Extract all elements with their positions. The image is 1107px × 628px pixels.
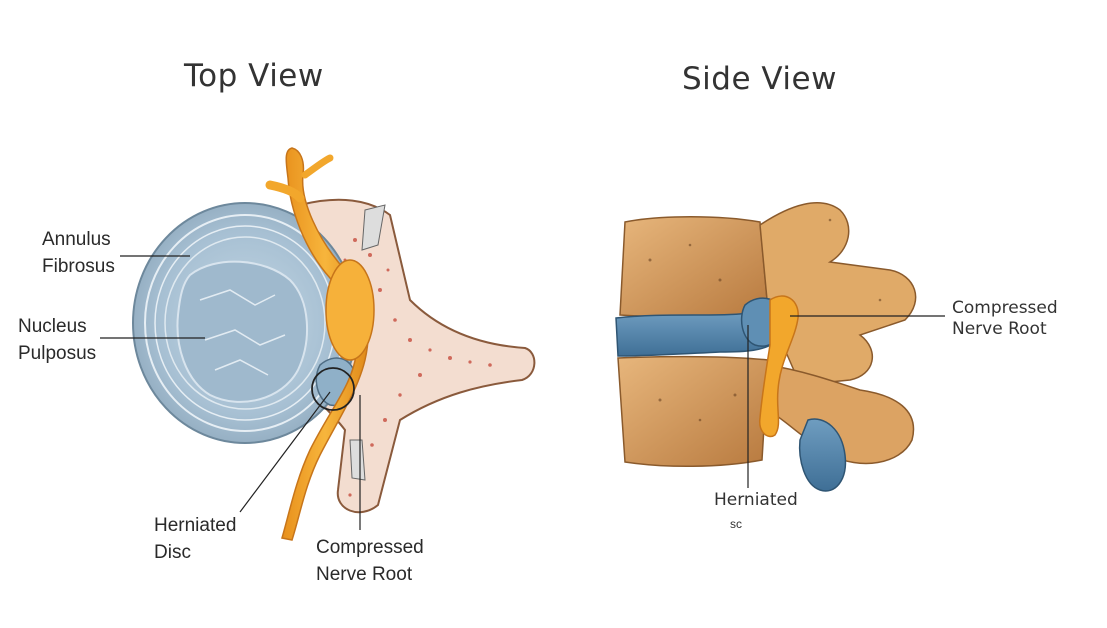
label-nucleus-pulposus: Nucleus Pulposus [18, 313, 96, 367]
top-view-diagram [100, 147, 536, 541]
upper-vertebral-body [619, 216, 769, 318]
side-label-compressed-line1: Compressed [952, 298, 1058, 318]
label-annulus-line1: Annulus [42, 229, 111, 250]
label-compressed-nerve-root: Compressed Nerve Root [316, 534, 424, 588]
top-view-title: Top View [184, 58, 324, 94]
label-herniated-line2: Disc [154, 542, 191, 563]
side-view-title: Side View [682, 61, 837, 97]
label-herniated-disc: Herniated Disc [154, 512, 236, 566]
label-compressed-line1: Compressed [316, 537, 424, 558]
label-nucleus-line2: Pulposus [18, 343, 97, 364]
label-herniated-line1: Herniated [154, 515, 237, 536]
label-compressed-line2: Nerve Root [316, 564, 413, 585]
label-annulus-line2: Fibrosus [42, 256, 115, 277]
label-nucleus-line1: Nucleus [18, 316, 87, 337]
lower-vertebral-body [617, 355, 769, 467]
side-label-compressed-line2: Nerve Root [952, 319, 1047, 339]
side-label-compressed-nerve-root: Compressed Nerve Root [952, 298, 1058, 340]
side-view-diagram [615, 202, 945, 492]
side-label-herniated: Herniated [714, 490, 798, 510]
label-annulus-fibrosus: Annulus Fibrosus [42, 226, 115, 280]
nucleus-pulposus [176, 260, 308, 403]
side-nerve-root [759, 295, 799, 438]
side-label-herniated-sub: sc [730, 517, 742, 531]
